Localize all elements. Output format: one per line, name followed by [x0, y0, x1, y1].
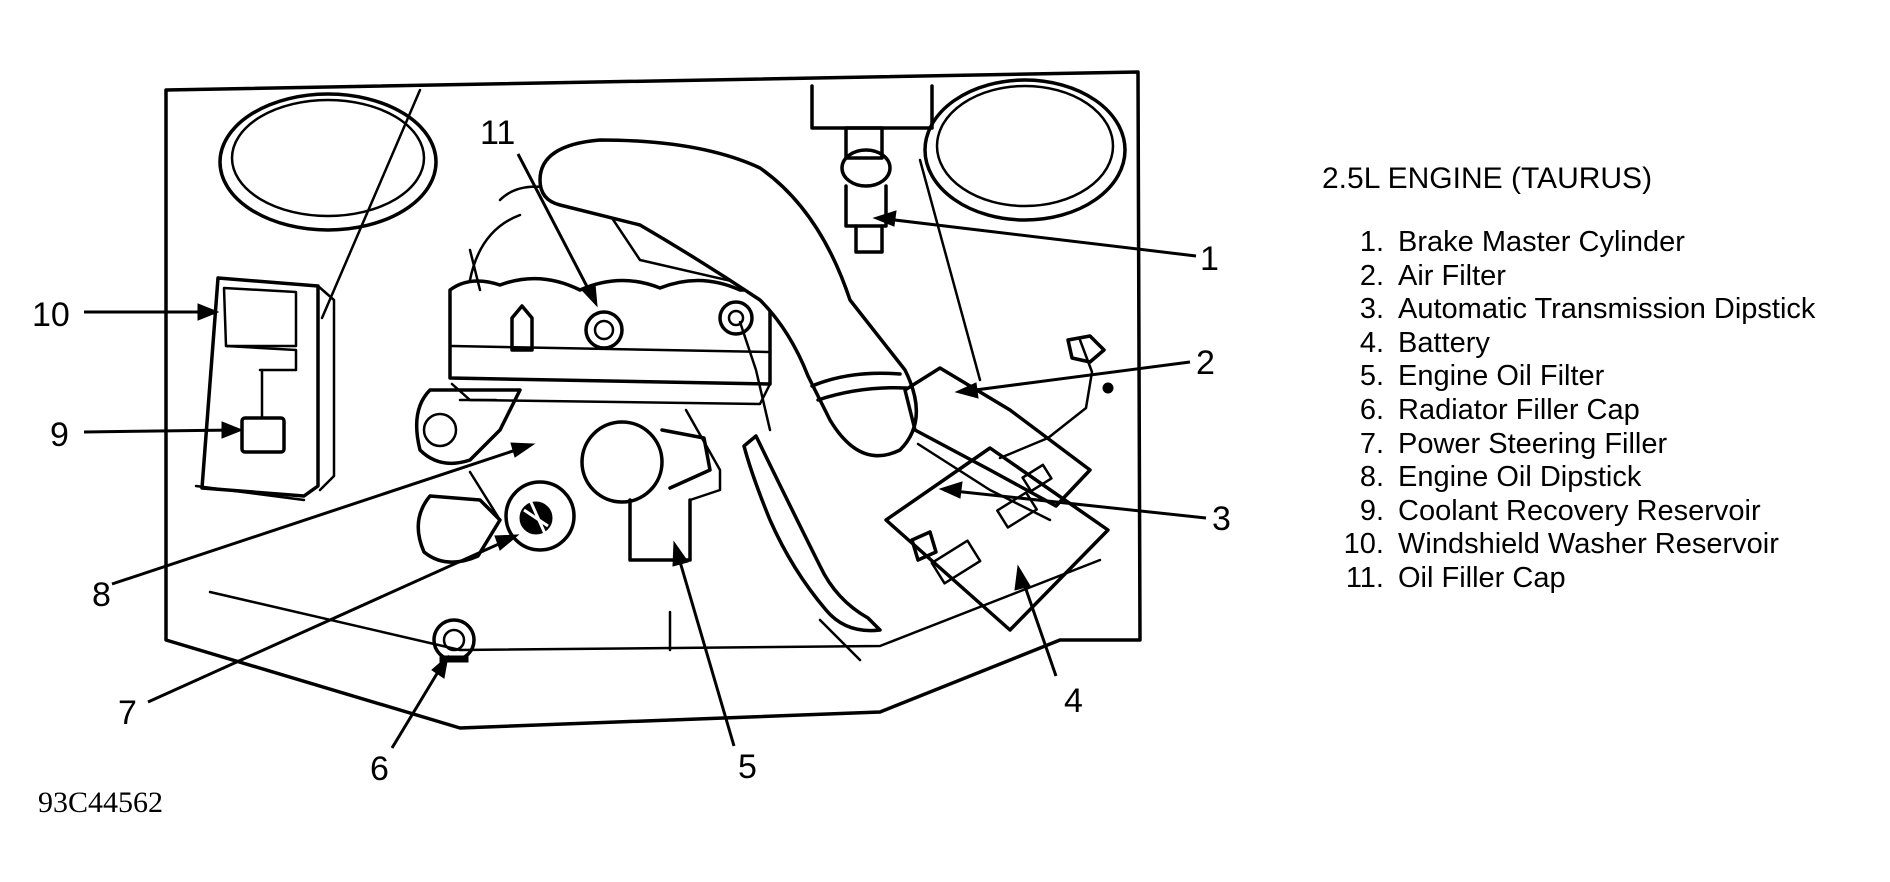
legend-label: Engine Oil Dipstick: [1398, 461, 1642, 494]
leader-8: [111, 444, 529, 586]
callout-9: 9: [50, 416, 69, 454]
air-filter-housing: [903, 366, 1092, 522]
legend-item: 2. Air Filter: [1322, 260, 1882, 294]
leader-11: [516, 153, 596, 301]
legend-number: 7.: [1359, 427, 1384, 460]
arrowhead-4: [1014, 564, 1031, 591]
leader-6: [390, 661, 446, 749]
battery: [884, 446, 1110, 632]
callout-3: 3: [1212, 500, 1231, 538]
left-fender-line: [320, 88, 422, 320]
leader-7: [147, 536, 513, 704]
callout-7: 7: [118, 694, 137, 732]
arrowhead-3: [938, 481, 963, 499]
legend-item: 8. Engine Oil Dipstick: [1322, 461, 1882, 495]
callout-4: 4: [1064, 682, 1083, 720]
leader-4: [1018, 571, 1058, 677]
arrowhead-1: [872, 210, 897, 227]
legend-label: Automatic Transmission Dipstick: [1398, 293, 1816, 326]
legend-item: 4. Battery: [1322, 327, 1882, 361]
dipstick-handle-inner: [727, 309, 745, 327]
leader-9: [83, 428, 237, 434]
legend-number: 11.: [1345, 561, 1384, 594]
left-strut-tower: [218, 92, 438, 232]
legend-label: Engine Oil Filter: [1398, 360, 1605, 393]
power-steering-reservoir: [504, 480, 576, 552]
figure-code: 93C44562: [38, 786, 163, 819]
valve-cover-stud: [510, 304, 534, 352]
engine-oil-filter: [628, 498, 692, 562]
legend-label: Oil Filler Cap: [1398, 561, 1566, 594]
callout-5: 5: [738, 748, 757, 786]
legend-number: 8.: [1359, 461, 1384, 494]
washer-reservoir-assembly: [194, 276, 336, 502]
radiator-support: [668, 610, 862, 662]
legend-item: 5. Engine Oil Filter: [1322, 360, 1882, 394]
legend: 2.5L ENGINE (TAURUS) 1. Brake Master Cyli…: [1322, 162, 1882, 596]
legend-label: Air Filter: [1398, 259, 1506, 292]
arrowhead-11: [581, 283, 598, 308]
callout-11: 11: [480, 114, 515, 152]
air-duct-clamp: [810, 371, 908, 402]
callout-8: 8: [92, 576, 111, 614]
legend-item: 7. Power Steering Filler: [1322, 428, 1882, 462]
arrowhead-7: [494, 534, 520, 551]
callout-10: 10: [32, 296, 70, 334]
leader-1: [877, 216, 1197, 258]
legend-label: Power Steering Filler: [1398, 427, 1668, 460]
arrowhead-8: [510, 442, 536, 458]
legend-number: 6.: [1359, 393, 1384, 426]
legend-number: 2.: [1359, 259, 1384, 292]
legend-list: 1. Brake Master Cylinder 2. Air Filter 3. A…: [1322, 226, 1882, 596]
radiator-filler-cap: [432, 618, 476, 663]
right-fender-line: [918, 158, 982, 382]
legend-label: Coolant Recovery Reservoir: [1398, 494, 1761, 527]
legend-item: 9. Coolant Recovery Reservoir: [1322, 495, 1882, 529]
legend-number: 9.: [1359, 494, 1384, 527]
legend-number: 4.: [1359, 326, 1384, 359]
air-intake-duct: [538, 138, 918, 458]
dipstick-handle: [718, 300, 754, 336]
right-strut-tower: [923, 78, 1127, 222]
legend-item: 11. Oil Filler Cap: [1322, 562, 1882, 596]
legend-number: 10.: [1343, 528, 1384, 561]
leader-3: [943, 488, 1207, 520]
arrowhead-5: [672, 540, 689, 567]
cowl-bracket: [810, 84, 934, 130]
legend-label: Windshield Washer Reservoir: [1398, 528, 1779, 561]
callout-1: 1: [1200, 240, 1219, 278]
legend-label: Brake Master Cylinder: [1398, 226, 1685, 258]
legend-number: 3.: [1359, 293, 1384, 326]
battery-cable-clamp: [1066, 334, 1114, 394]
arrowhead-9: [221, 421, 244, 439]
legend-item: 1. Brake Master Cylinder: [1322, 226, 1882, 260]
legend-number: 5.: [1359, 360, 1384, 393]
leader-2: [959, 360, 1191, 394]
alternator-and-pulleys: [414, 388, 522, 564]
oil-filter-mount: [684, 408, 722, 502]
diagram-title: 2.5L ENGINE (TAURUS): [1322, 162, 1653, 195]
callout-6: 6: [370, 750, 389, 788]
arrowhead-6: [431, 654, 449, 679]
engine-bay-inner-ledge: [208, 558, 1102, 652]
arrowhead-10: [197, 303, 220, 321]
legend-item: 3. Automatic Transmission Dipstick: [1322, 293, 1882, 327]
legend-label: Battery: [1398, 326, 1490, 359]
brake-master-cylinder: [840, 126, 892, 254]
transmission-dipstick-tube: [742, 434, 882, 633]
thermostat-housing: [580, 420, 712, 504]
intake-runners: [468, 213, 522, 292]
oil-dipstick-tube: [738, 320, 772, 432]
oil-filler-cap: [584, 310, 624, 350]
engine-bay-outline: [164, 70, 1142, 730]
valve-cover: [448, 276, 772, 406]
legend-item: 6. Radiator Filler Cap: [1322, 394, 1882, 428]
legend-number: 1.: [1359, 226, 1384, 258]
arrowhead-2: [954, 382, 979, 399]
legend-item: 10. Windshield Washer Reservoir: [1322, 528, 1882, 562]
callout-2: 2: [1196, 344, 1215, 382]
leader-5: [674, 547, 736, 747]
legend-label: Radiator Filler Cap: [1398, 393, 1640, 426]
